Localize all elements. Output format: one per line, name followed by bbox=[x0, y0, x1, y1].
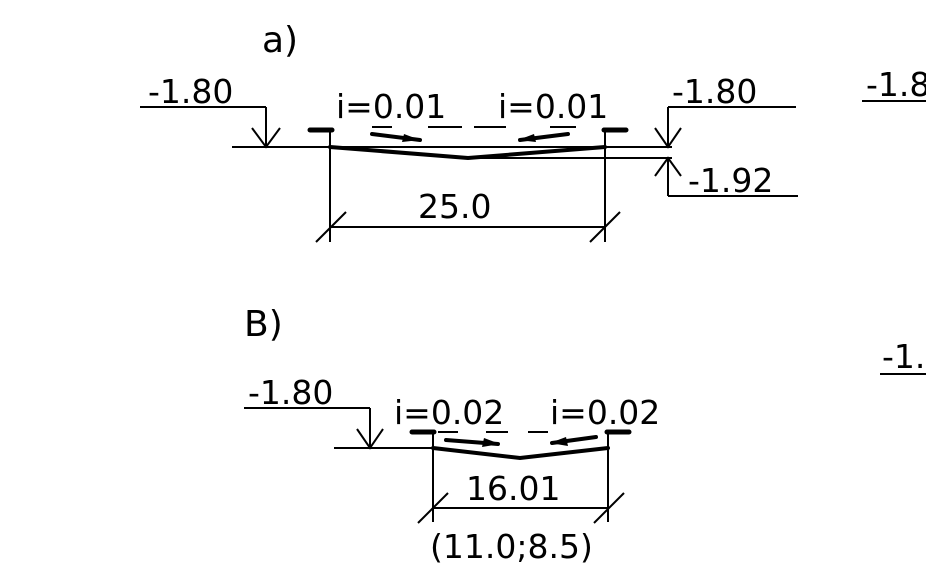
diagram-b-road-profile bbox=[431, 446, 610, 461]
diagram-b-slope-right: i=0.02 bbox=[550, 393, 660, 432]
diagram-a-bottom-level-text: -1.92 bbox=[688, 161, 773, 200]
diagram-b: B) -1.80 i=0.02 i=0.02 bbox=[244, 304, 660, 566]
dimension-tick bbox=[589, 211, 621, 243]
diagram-a-width-text: 25.0 bbox=[418, 187, 491, 226]
diagram-a-slope-left: i=0.01 bbox=[336, 87, 446, 126]
diagram-a: a) -1.80 i=0.01 i=0.01 bbox=[140, 20, 798, 243]
level-arrow-icon bbox=[654, 127, 682, 149]
right-edge-bottom-level-text: -1. bbox=[882, 337, 925, 376]
diagram-b-slope-arrow-left-icon bbox=[444, 438, 500, 447]
dimension-tick bbox=[593, 492, 625, 524]
right-edge-top-level-text: -1.8 bbox=[866, 65, 926, 104]
diagram-b-left-level-marker: -1.80 bbox=[244, 373, 384, 450]
diagram-a-road-profile bbox=[328, 145, 607, 161]
diagram-b-width-text: 16.01 bbox=[466, 469, 560, 508]
diagram-b-sub-dimension-text: (11.0;8.5) bbox=[430, 527, 593, 566]
diagram-a-left-level-marker: -1.80 bbox=[140, 72, 281, 149]
diagram-a-slope-right: i=0.01 bbox=[498, 87, 608, 126]
diagram-a-slope-arrow-right-icon bbox=[518, 132, 570, 142]
diagram-b-left-level-text: -1.80 bbox=[248, 373, 333, 412]
right-edge-fragments: -1.8 -1. bbox=[862, 65, 926, 376]
diagram-a-bottom-level-marker: -1.92 bbox=[654, 156, 798, 200]
diagram-b-width-dimension: 16.01 (11.0;8.5) bbox=[417, 469, 625, 566]
diagram-b-slope-arrow-right-icon bbox=[550, 435, 598, 446]
diagram-a-slope-arrow-left-icon bbox=[370, 132, 422, 142]
diagram-a-left-level-text: -1.80 bbox=[148, 72, 233, 111]
diagram-a-label: a) bbox=[262, 20, 298, 61]
dimension-tick bbox=[417, 492, 449, 524]
diagram-a-right-level-text: -1.80 bbox=[672, 72, 757, 111]
diagram-a-width-dimension: 25.0 bbox=[315, 187, 621, 243]
dimension-tick bbox=[315, 211, 347, 243]
level-arrow-icon bbox=[654, 156, 682, 177]
diagram-b-label: B) bbox=[244, 304, 283, 345]
diagram-b-slope-left: i=0.02 bbox=[394, 393, 504, 432]
diagram-a-right-level-marker: -1.80 bbox=[654, 72, 796, 149]
